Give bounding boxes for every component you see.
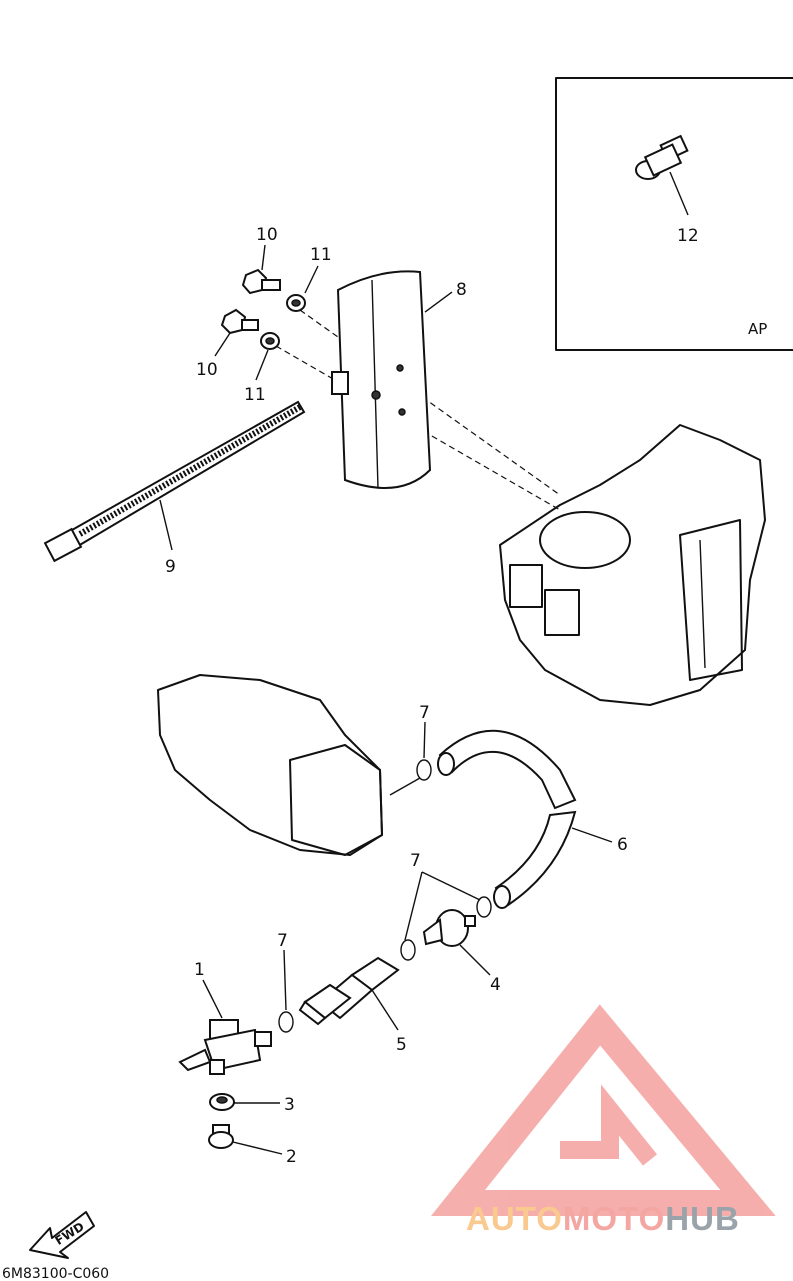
callout-12: 12 bbox=[677, 226, 699, 246]
watermark-moto: MOTO bbox=[563, 1200, 665, 1237]
part-10-bolt-upper bbox=[241, 268, 281, 295]
callout-8: 8 bbox=[456, 280, 467, 300]
callout-3: 3 bbox=[284, 1095, 295, 1115]
callout-7-low: 7 bbox=[277, 931, 288, 951]
cylinder-block bbox=[499, 424, 766, 706]
callout-11-upper: 11 bbox=[310, 245, 332, 265]
inset-box: 12 AP bbox=[555, 77, 793, 351]
callout-2: 2 bbox=[286, 1147, 297, 1167]
part-7-clip-mid-left bbox=[400, 939, 416, 961]
part-6-hose bbox=[437, 729, 577, 909]
part-1-fuel-cock bbox=[178, 1019, 272, 1075]
inset-label: AP bbox=[748, 320, 767, 338]
callout-6: 6 bbox=[617, 835, 628, 855]
part-2-screw bbox=[208, 1124, 234, 1149]
callout-11-lower: 11 bbox=[244, 385, 266, 405]
watermark-auto: AUTO bbox=[466, 1200, 563, 1237]
callout-1: 1 bbox=[194, 960, 205, 980]
watermark-hub: HUB bbox=[665, 1200, 740, 1237]
callout-5: 5 bbox=[396, 1035, 407, 1055]
part-9-cable-tie bbox=[43, 400, 306, 563]
part-7-clip-low bbox=[278, 1011, 294, 1033]
part-7-clip-mid-right bbox=[476, 896, 492, 918]
callout-4: 4 bbox=[490, 975, 501, 995]
watermark-text: AUTOMOTOHUB bbox=[466, 1200, 740, 1237]
fwd-arrow: FWD bbox=[29, 1211, 95, 1259]
watermark-logo bbox=[430, 1004, 776, 1216]
callout-7-mid: 7 bbox=[410, 851, 421, 871]
part-8-cover bbox=[331, 270, 432, 489]
callout-9: 9 bbox=[165, 557, 176, 577]
part-10-bolt-lower bbox=[220, 308, 259, 335]
part-4-fuel-filter bbox=[422, 909, 476, 947]
diagram-code: 6M83100-C060 bbox=[2, 1266, 109, 1281]
callout-7-top: 7 bbox=[419, 703, 430, 723]
callout-10-lower: 10 bbox=[196, 360, 218, 380]
callout-10-upper: 10 bbox=[256, 225, 278, 245]
part-12-fitting bbox=[635, 134, 689, 180]
part-5-hoses bbox=[298, 956, 400, 1026]
fuel-pump bbox=[157, 674, 383, 856]
part-7-clip-top bbox=[416, 759, 432, 781]
